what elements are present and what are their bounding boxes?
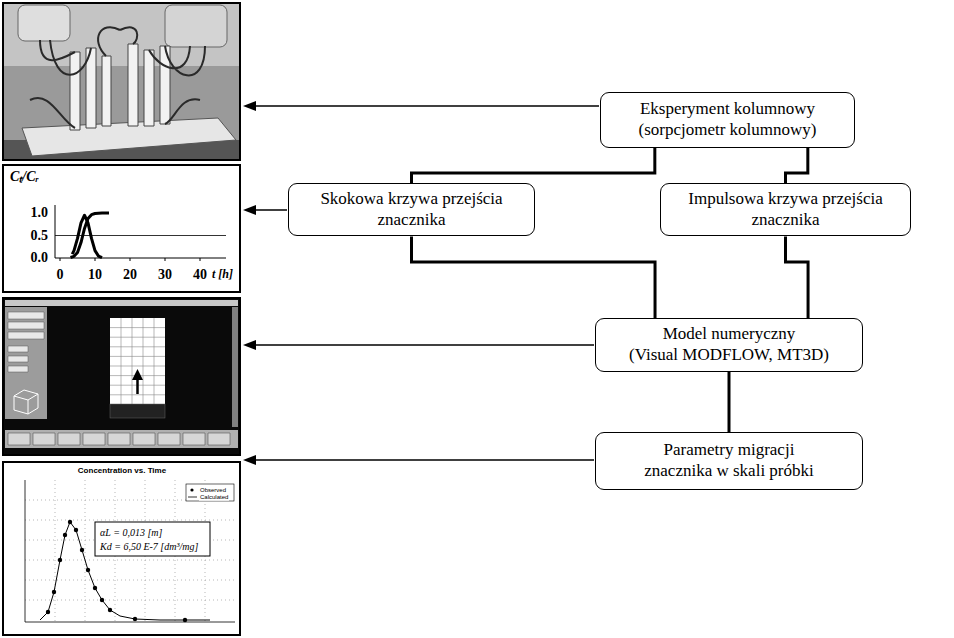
chart-label: Concentration vs. Time bbox=[77, 467, 167, 476]
data-point bbox=[80, 548, 84, 552]
chart-label: 30 bbox=[158, 267, 172, 282]
pointer-line bbox=[255, 344, 594, 346]
connector-line bbox=[412, 148, 655, 183]
apparatus-photo bbox=[3, 3, 240, 160]
data-point bbox=[183, 618, 187, 622]
legend-line bbox=[188, 497, 197, 498]
chart-label: Observed bbox=[199, 487, 227, 494]
chart-axes bbox=[25, 480, 235, 622]
box-text: Skokowa krzywa przejścia znacznika bbox=[304, 189, 519, 230]
chart-label: 40 bbox=[193, 267, 207, 282]
process-box: Impulsowa krzywa przejścia znacznika bbox=[660, 183, 911, 236]
step-curve bbox=[71, 213, 110, 258]
data-point bbox=[58, 558, 62, 562]
chart-label: 20 bbox=[123, 267, 137, 282]
tubes bbox=[30, 27, 205, 128]
ticks bbox=[60, 258, 200, 261]
box-text: (Visual MODFLOW, MT3D) bbox=[629, 345, 829, 366]
data-point bbox=[46, 610, 50, 614]
bottle bbox=[165, 5, 227, 47]
legend-box bbox=[186, 484, 234, 501]
pointer-head bbox=[243, 455, 256, 465]
pointer-arrows bbox=[243, 101, 599, 465]
grid-bottom-row bbox=[110, 404, 165, 418]
data-point bbox=[68, 520, 72, 524]
chart-label: t [h] bbox=[212, 268, 233, 281]
pointer-head bbox=[243, 205, 256, 215]
cube-icon bbox=[14, 390, 38, 414]
chart-label: 0.5 bbox=[31, 228, 49, 243]
chart-label: Calculated bbox=[199, 494, 229, 501]
data-point bbox=[108, 608, 112, 612]
panel-frame bbox=[3, 165, 240, 292]
data-point bbox=[74, 528, 78, 532]
scrollbar bbox=[232, 307, 238, 427]
chart-label: 0 bbox=[57, 267, 64, 282]
data-point bbox=[86, 568, 90, 572]
pointer-line bbox=[255, 105, 599, 107]
chart-label: 10 bbox=[88, 267, 102, 282]
box-text: Parametry migracji znacznika w skali pró… bbox=[634, 440, 824, 481]
data-point bbox=[100, 598, 104, 602]
pointer-line bbox=[255, 209, 287, 211]
connector-line bbox=[412, 236, 656, 318]
flow-arrowhead bbox=[132, 369, 143, 380]
legend-marker bbox=[190, 488, 193, 491]
chart-label: αL = 0,013 [m] bbox=[99, 527, 163, 538]
data-point bbox=[63, 533, 67, 537]
tool-buttons bbox=[8, 433, 230, 445]
panel-buttons bbox=[8, 312, 44, 372]
photo-ground bbox=[3, 3, 240, 160]
process-box: Skokowa krzywa przejścia znacznika bbox=[288, 183, 535, 236]
bottle bbox=[18, 5, 70, 41]
calculated-curve bbox=[40, 522, 210, 620]
breakthrough-chart bbox=[3, 165, 240, 292]
process-box: Eksperyment kolumnowy(sorpcjometr kolumn… bbox=[600, 92, 855, 148]
panel-frame bbox=[3, 462, 240, 635]
chart-label: Cₜ/Cᵣ bbox=[10, 169, 39, 184]
chart-label: Kd = 6,50 E-7 [dm³/mg] bbox=[99, 541, 199, 552]
grid-lines bbox=[110, 318, 165, 404]
data-point bbox=[52, 590, 56, 594]
parameter-box bbox=[95, 522, 210, 556]
process-box: Parametry migracji znacznika w skali pró… bbox=[595, 432, 863, 490]
gridline bbox=[55, 235, 226, 236]
data-point bbox=[93, 586, 97, 590]
side-panel bbox=[5, 307, 47, 419]
menu-bar bbox=[5, 300, 238, 306]
pointer-line bbox=[255, 459, 594, 461]
pointer-head bbox=[243, 340, 256, 350]
connector-line bbox=[728, 372, 731, 432]
connector-line bbox=[786, 236, 809, 318]
flow-arrow bbox=[136, 378, 139, 394]
model-grid bbox=[110, 318, 165, 404]
chart-axes bbox=[55, 205, 226, 258]
box-text: Eksperyment kolumnowy bbox=[640, 99, 815, 120]
panel-frame bbox=[3, 3, 240, 160]
calibration-chart bbox=[3, 462, 240, 635]
box-text: (sorpcjometr kolumnowy) bbox=[639, 120, 817, 141]
chart-label: 0.0 bbox=[31, 250, 49, 265]
data-point bbox=[133, 617, 137, 621]
panel-frame bbox=[3, 298, 240, 455]
pointer-head bbox=[243, 101, 256, 111]
box-text: Model numeryczny bbox=[663, 324, 796, 345]
pulse-curve bbox=[72, 215, 102, 257]
gridlines bbox=[25, 480, 235, 622]
model-screenshot bbox=[3, 298, 240, 455]
tool-bar bbox=[5, 430, 238, 448]
box-text: Impulsowa krzywa przejścia znacznika bbox=[673, 189, 898, 230]
process-box: Model numeryczny(Visual MODFLOW, MT3D) bbox=[595, 318, 863, 372]
connector-line bbox=[786, 148, 808, 183]
chart-label: 1.0 bbox=[31, 205, 49, 220]
